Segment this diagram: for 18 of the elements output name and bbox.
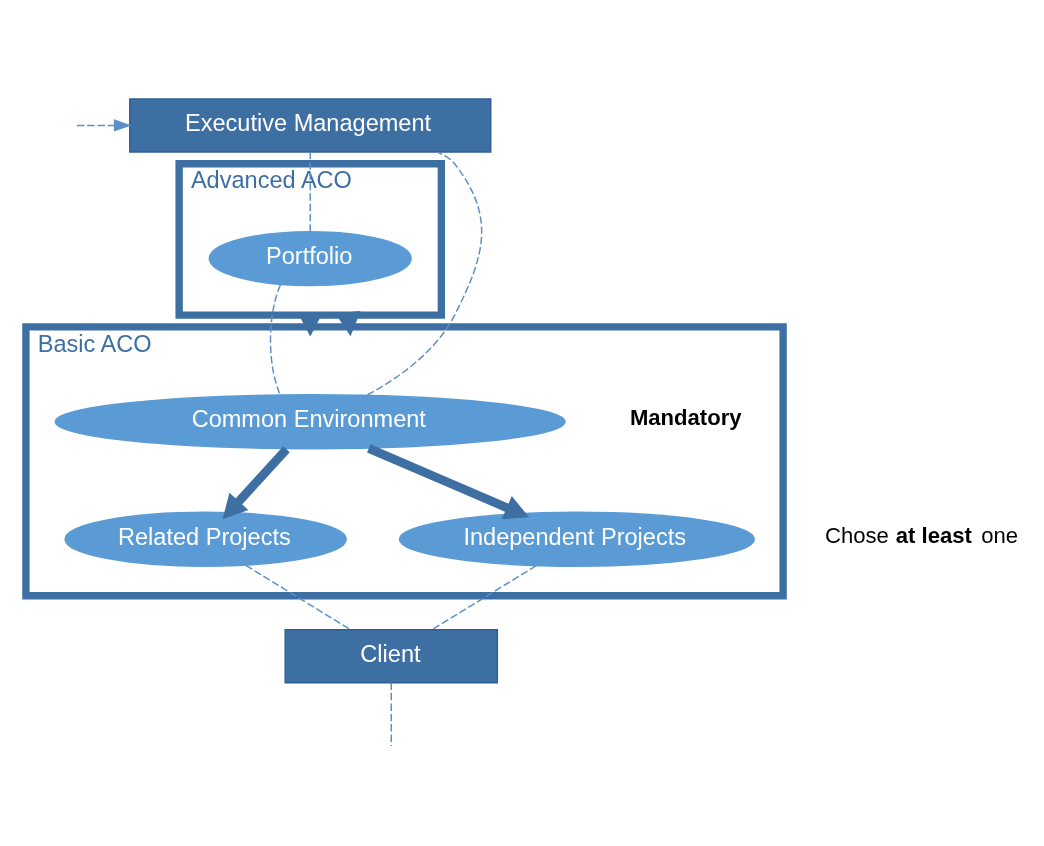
arrow — [335, 310, 361, 337]
arrow — [222, 446, 290, 520]
node-ellipse: Independent Projects — [398, 511, 755, 567]
node-ellipse: Related Projects — [64, 511, 347, 567]
connector — [269, 284, 282, 396]
node-box: Executive Management — [129, 98, 492, 153]
connector — [366, 151, 483, 396]
arrow — [76, 119, 132, 132]
connector — [431, 565, 537, 631]
node-ellipse: Portfolio — [208, 230, 412, 287]
label: Chose at least one — [825, 522, 1019, 548]
connector — [390, 682, 392, 747]
connector — [245, 564, 352, 631]
node-box: Client — [284, 628, 499, 684]
node-ellipse: Common Environment — [54, 394, 566, 450]
node-label: Mandatory — [629, 405, 742, 431]
arrow — [367, 444, 530, 520]
connector — [309, 151, 311, 232]
